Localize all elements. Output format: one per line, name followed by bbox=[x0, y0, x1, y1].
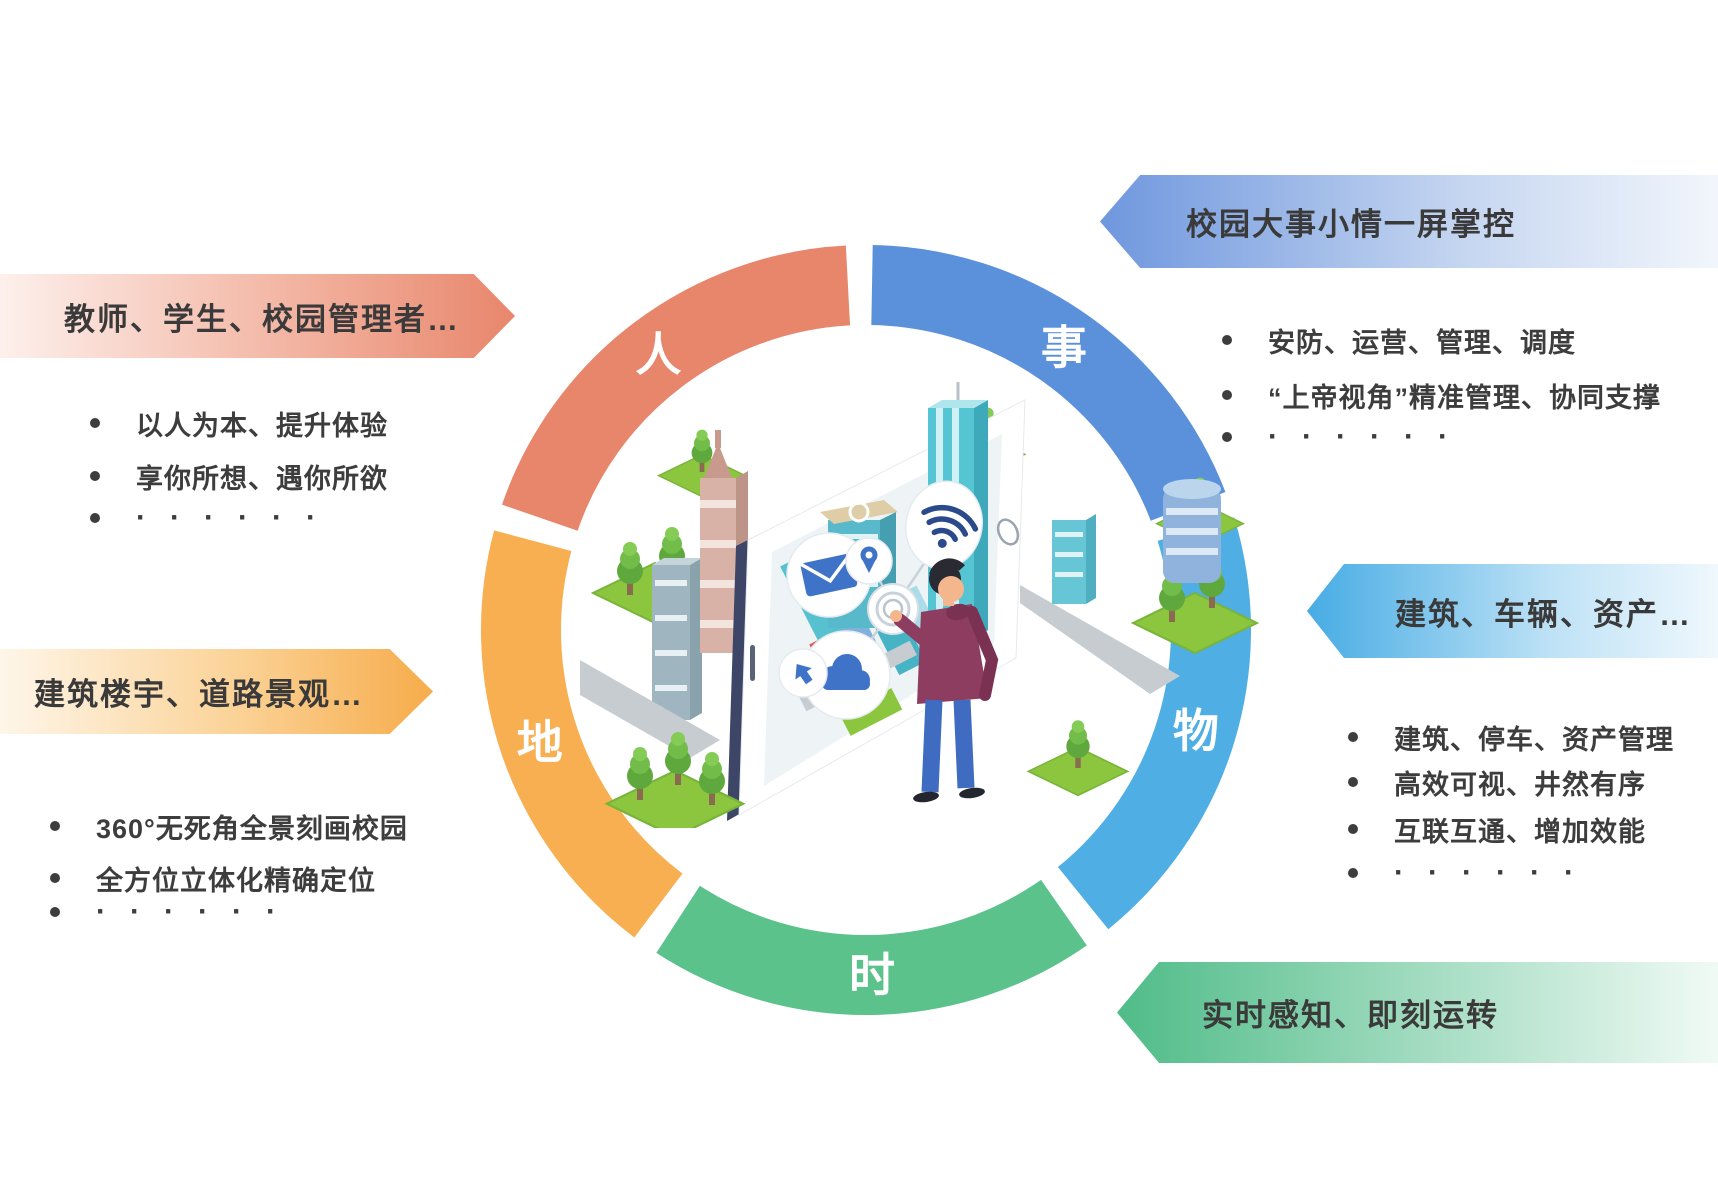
callout-title-objects: 建筑、车辆、资产… bbox=[1395, 596, 1692, 632]
ring-segment-events bbox=[870, 245, 1226, 522]
ellipsis-dots: ······ bbox=[136, 501, 340, 534]
ring-label-time: 时 bbox=[849, 949, 895, 1001]
place-bullet-2-text: 全方位立体化精确定位 bbox=[96, 865, 376, 896]
callout-title-time: 实时感知、即刻运转 bbox=[1202, 998, 1499, 1033]
bullet-dot bbox=[1222, 390, 1232, 400]
events-bullet-1: 安防、运营、管理、调度 bbox=[1222, 322, 1576, 358]
person-figure bbox=[890, 558, 999, 803]
place-bullet-1: 360°无死角全景刻画校园 bbox=[50, 808, 408, 844]
ring-segment-place bbox=[481, 530, 683, 938]
ring-label-people: 人 bbox=[635, 328, 681, 380]
events-bullet-2-text: “上帝视角”精准管理、协同支撑 bbox=[1268, 382, 1661, 413]
bullet-dot bbox=[90, 471, 100, 481]
callout-banner-time: 实时感知、即刻运转 bbox=[1117, 962, 1718, 1063]
upload-arrow-icon bbox=[778, 648, 828, 698]
smart-campus-illustration bbox=[580, 382, 1258, 828]
cloud-icon bbox=[801, 630, 891, 720]
bullet-dot bbox=[50, 907, 60, 917]
people-bullet-1-text: 以人为本、提升体验 bbox=[136, 410, 388, 441]
wifi-icon bbox=[904, 480, 984, 570]
bullet-dot bbox=[50, 873, 60, 883]
building-round-tower bbox=[1163, 479, 1221, 583]
roads bbox=[580, 585, 1180, 758]
callout-title-people: 教师、学生、校园管理者… bbox=[64, 301, 460, 337]
objects-bullet-1: 建筑、停车、资产管理 bbox=[1348, 719, 1674, 755]
callout-banner-place: 建筑楼宇、道路景观… bbox=[0, 649, 433, 734]
people-bullet-1: 以人为本、提升体验 bbox=[90, 405, 388, 441]
place-bullet-ellipsis: ······ bbox=[50, 894, 300, 930]
events-bullet-ellipsis: ······ bbox=[1222, 419, 1472, 455]
bullet-dot bbox=[90, 418, 100, 428]
callout-title-place: 建筑楼宇、道路景观… bbox=[34, 677, 364, 712]
callout-title-events: 校园大事小情一屏掌控 bbox=[1186, 207, 1516, 242]
ellipsis-dots: ······ bbox=[96, 895, 300, 928]
events-bullet-1-text: 安防、运营、管理、调度 bbox=[1268, 327, 1576, 358]
ring-segment-people bbox=[501, 245, 851, 532]
people-bullet-ellipsis: ······ bbox=[90, 500, 340, 536]
ground-tiles-front bbox=[605, 732, 745, 828]
objects-bullet-ellipsis: ······ bbox=[1348, 855, 1598, 891]
ellipsis-dots: ······ bbox=[1394, 856, 1598, 889]
bullet-dot bbox=[1222, 335, 1232, 345]
events-bullet-2: “上帝视角”精准管理、协同支撑 bbox=[1222, 377, 1661, 413]
ring-segment-time bbox=[656, 879, 1087, 1015]
ring-label-place: 地 bbox=[517, 716, 563, 768]
objects-bullet-2: 高效可视、井然有序 bbox=[1348, 764, 1646, 800]
tablet-home-button bbox=[996, 518, 1020, 546]
objects-bullet-3-text: 互联互通、增加效能 bbox=[1394, 816, 1646, 847]
tablet-speaker bbox=[750, 645, 755, 681]
ring-label-events: 事 bbox=[1041, 321, 1087, 373]
people-bullet-2: 享你所想、遇你所欲 bbox=[90, 458, 388, 494]
place-bullet-2: 全方位立体化精确定位 bbox=[50, 860, 376, 896]
objects-bullet-3: 互联互通、增加效能 bbox=[1348, 811, 1646, 847]
bullet-dot bbox=[1348, 777, 1358, 787]
ellipsis-dots: ······ bbox=[1268, 420, 1472, 453]
objects-bullet-1-text: 建筑、停车、资产管理 bbox=[1394, 724, 1674, 755]
callout-banner-people: 教师、学生、校园管理者… bbox=[0, 274, 515, 358]
building-small-teal bbox=[1052, 514, 1096, 604]
objects-bullet-2-text: 高效可视、井然有序 bbox=[1394, 769, 1646, 800]
bullet-dot bbox=[50, 821, 60, 831]
people-bullet-2-text: 享你所想、遇你所欲 bbox=[136, 463, 388, 494]
callout-banner-events: 校园大事小情一屏掌控 bbox=[1100, 175, 1718, 268]
bullet-dot bbox=[1348, 732, 1358, 742]
place-bullet-1-text: 360°无死角全景刻画校园 bbox=[96, 813, 408, 844]
bullet-dot bbox=[90, 513, 100, 523]
bullet-dot bbox=[1348, 824, 1358, 834]
building-gray-tower bbox=[652, 558, 702, 720]
ring-label-objects: 物 bbox=[1173, 705, 1219, 757]
callout-banner-objects: 建筑、车辆、资产… bbox=[1307, 564, 1718, 658]
location-pin-icon bbox=[845, 537, 893, 585]
bullet-dot bbox=[1222, 432, 1232, 442]
bullet-dot bbox=[1348, 868, 1358, 878]
